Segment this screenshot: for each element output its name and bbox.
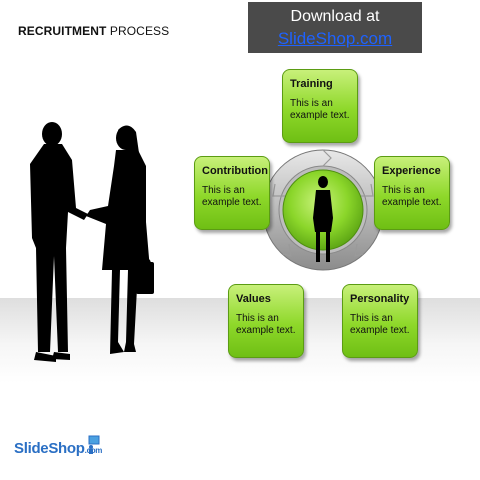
- step-title: Training: [290, 78, 333, 90]
- download-link[interactable]: SlideShop.com: [277, 29, 393, 48]
- presenter-icon: [88, 435, 100, 454]
- step-title: Experience: [382, 165, 441, 177]
- step-text: This is an example text.: [202, 185, 262, 208]
- slideshop-logo[interactable]: SlideShop.com: [14, 440, 103, 457]
- step-text: This is an example text.: [382, 185, 442, 208]
- download-label: Download at: [290, 8, 380, 25]
- step-title: Personality: [350, 293, 410, 305]
- cycle-ring: [262, 149, 384, 271]
- page-title: RECRUITMENT PROCESS: [18, 24, 170, 38]
- step-box-personality: Personality This is an example text.: [342, 284, 418, 358]
- step-text: This is an example text.: [290, 98, 350, 121]
- step-box-experience: Experience This is an example text.: [374, 156, 450, 230]
- download-banner[interactable]: Download at SlideShop.com: [248, 2, 422, 53]
- step-box-contribution: Contribution This is an example text.: [194, 156, 270, 230]
- step-box-training: Training This is an example text.: [282, 69, 358, 143]
- handshake-silhouette-icon: [30, 122, 154, 362]
- step-text: This is an example text.: [236, 313, 296, 336]
- step-box-values: Values This is an example text.: [228, 284, 304, 358]
- step-text: This is an example text.: [350, 313, 410, 336]
- step-title: Values: [236, 293, 271, 305]
- step-title: Contribution: [202, 165, 268, 177]
